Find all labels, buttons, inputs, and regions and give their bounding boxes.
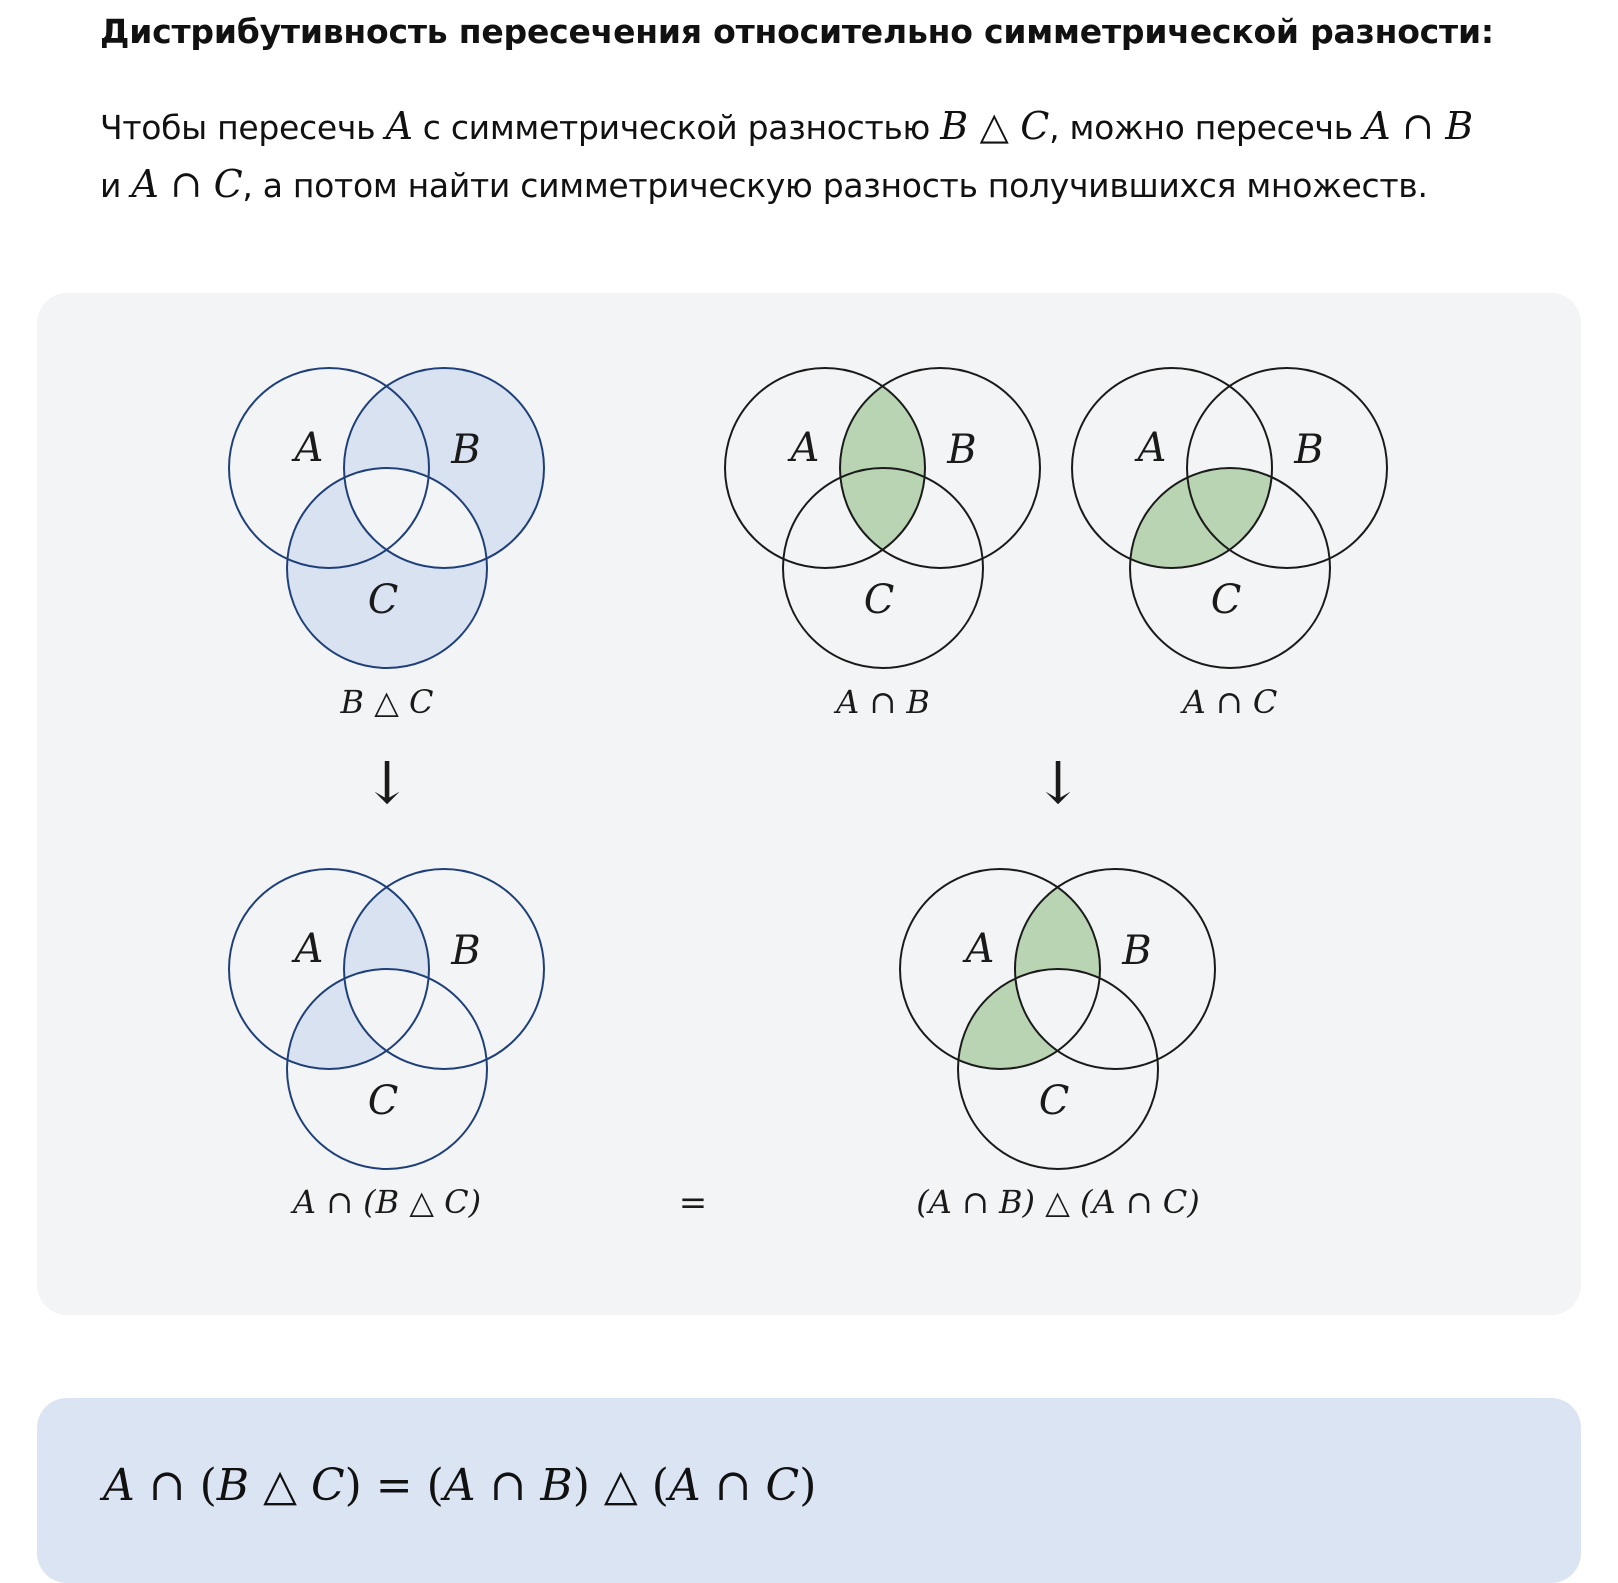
equals-sign: = bbox=[679, 1183, 708, 1223]
set-label-b: B bbox=[1121, 928, 1151, 974]
down-arrow-icon: ↓ bbox=[363, 749, 412, 817]
set-label-c: C bbox=[864, 577, 895, 623]
section-heading: Дистрибутивность пересечения относительн… bbox=[100, 12, 1494, 51]
paragraph-text-5: , а потом найти симметрическую разность … bbox=[242, 166, 1428, 205]
set-label-b: B bbox=[946, 427, 976, 473]
circle-set-a bbox=[228, 868, 430, 1070]
set-label-a: A bbox=[962, 926, 995, 972]
set-label-b: B bbox=[1293, 427, 1323, 473]
circle-set-b bbox=[343, 868, 545, 1070]
venn-diagrams-panel: A B C B △ C A B C A ∩ B A B C A ∩ C A B C A ∩ (B △ C) A B… bbox=[37, 293, 1581, 1315]
set-label-a: A bbox=[291, 926, 324, 972]
venn-b-symdiff-c: A B C B △ C bbox=[228, 367, 545, 721]
math-a-intersect-c: A ∩ C bbox=[131, 162, 243, 206]
venn-a-intersect-b: A B C A ∩ B bbox=[724, 367, 1041, 721]
formula-box: A ∩ (B △ C) = (A ∩ B) △ (A ∩ C) bbox=[37, 1398, 1581, 1583]
set-label-a: A bbox=[787, 425, 820, 471]
circle-set-b bbox=[839, 367, 1041, 569]
math-b-symdiff-c: B △ C bbox=[940, 104, 1050, 148]
circle-set-c bbox=[782, 467, 984, 669]
circle-set-b bbox=[1014, 868, 1216, 1070]
venn-diagrams-canvas: A B C B △ C A B C A ∩ B A B C A ∩ C A B C A ∩ (B △ C) A B… bbox=[228, 367, 1388, 1223]
paragraph-text-2: с симметрической разностью bbox=[412, 108, 941, 147]
diagram-caption: A ∩ B bbox=[833, 683, 930, 721]
circle-set-b bbox=[1186, 367, 1388, 569]
distributive-formula: A ∩ (B △ C) = (A ∩ B) △ (A ∩ C) bbox=[103, 1460, 817, 1511]
set-label-b: B bbox=[450, 928, 480, 974]
diagram-caption: (A ∩ B) △ (A ∩ C) bbox=[916, 1183, 1199, 1221]
circle-set-a bbox=[228, 367, 430, 569]
set-label-c: C bbox=[1211, 577, 1242, 623]
circle-set-c bbox=[957, 968, 1159, 1170]
circle-set-a bbox=[899, 868, 1101, 1070]
down-arrow-icon: ↓ bbox=[1034, 749, 1083, 817]
circle-set-a bbox=[1071, 367, 1273, 569]
set-label-c: C bbox=[1039, 1078, 1070, 1124]
set-label-a: A bbox=[1134, 425, 1167, 471]
set-label-c: C bbox=[368, 577, 399, 623]
diagram-caption: A ∩ C bbox=[1180, 683, 1278, 721]
paragraph-text-4: и bbox=[100, 166, 132, 205]
circle-set-c bbox=[286, 467, 488, 669]
math-a-intersect-b: A ∩ B bbox=[1363, 104, 1473, 148]
set-label-b: B bbox=[450, 427, 480, 473]
circle-set-b bbox=[343, 367, 545, 569]
circle-set-c bbox=[1129, 467, 1331, 669]
set-label-a: A bbox=[291, 425, 324, 471]
paragraph-text-1: Чтобы пересечь bbox=[100, 108, 386, 147]
diagram-caption: A ∩ (B △ C) bbox=[290, 1183, 481, 1221]
paragraph-text-3: , можно пересечь bbox=[1049, 108, 1364, 147]
diagram-caption: B △ C bbox=[340, 683, 434, 721]
explanation-paragraph: Чтобы пересечь A с симметрической разнос… bbox=[100, 98, 1540, 214]
circle-set-c bbox=[286, 968, 488, 1170]
math-a: A bbox=[385, 104, 413, 148]
circle-set-a bbox=[724, 367, 926, 569]
set-label-c: C bbox=[368, 1078, 399, 1124]
